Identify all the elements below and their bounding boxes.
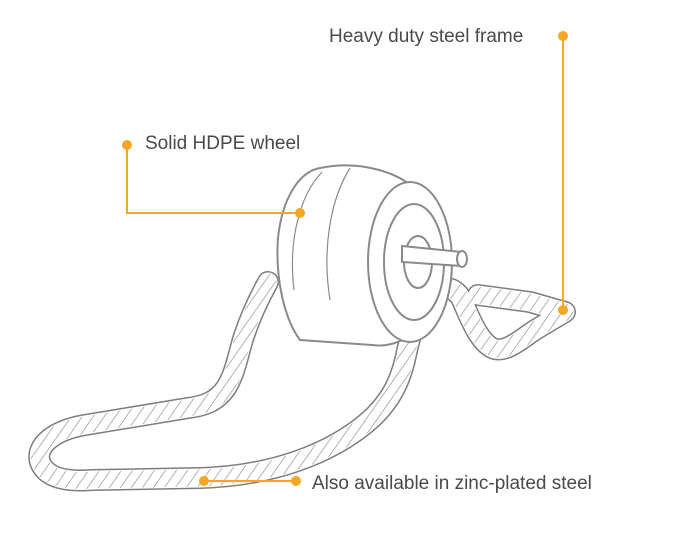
zinc-callout-dot: [291, 476, 301, 486]
steel-frame: [28, 271, 576, 492]
callout-dots: [122, 31, 568, 486]
wheel-anchor-dot: [295, 208, 305, 218]
frame-anchor-dot: [558, 305, 568, 315]
frame-callout-dot: [558, 31, 568, 41]
callout-leaders: [126, 36, 564, 482]
axle: [401, 244, 468, 268]
wheel-callout-dot: [122, 140, 132, 150]
wheel-callout-label: Solid HDPE wheel: [145, 133, 301, 154]
zinc-anchor-dot: [199, 476, 209, 486]
frame-callout-label: Heavy duty steel frame: [329, 26, 524, 47]
zinc-callout-label: Also available in zinc-plated steel: [312, 473, 592, 494]
